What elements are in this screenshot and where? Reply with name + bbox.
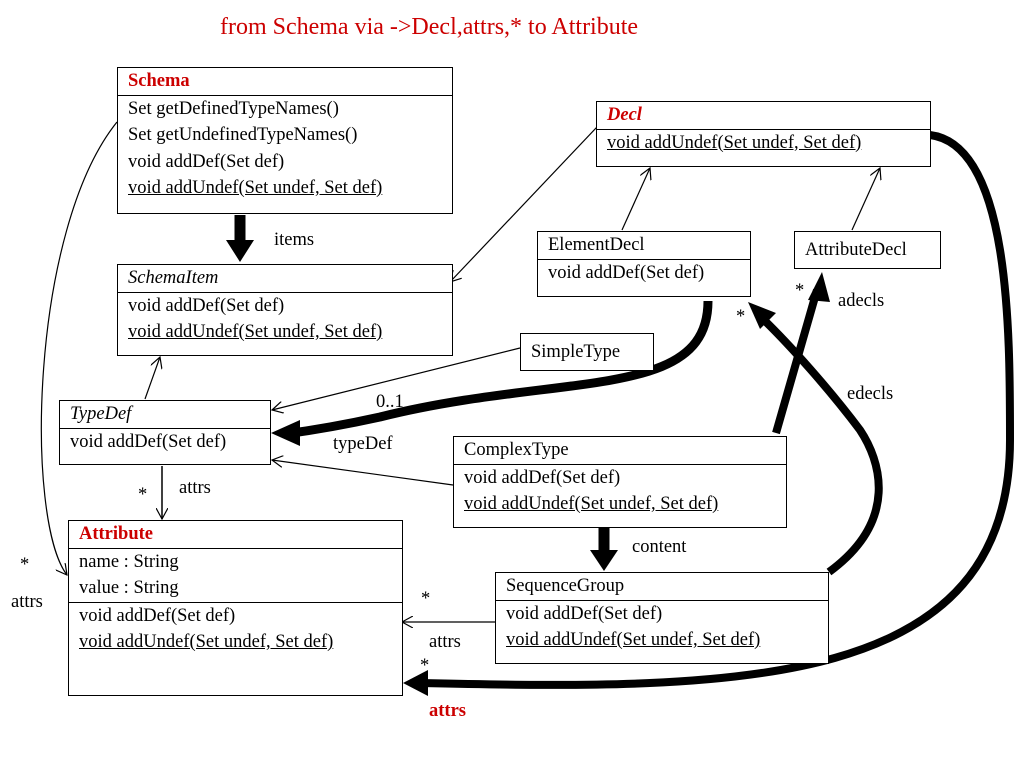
schemaitem-member: void addDef(Set def) — [128, 295, 285, 316]
decl-class-name: Decl — [607, 105, 642, 125]
elementdecl-class: ElementDecl void addDef(Set def) — [537, 231, 751, 297]
attribute-member: void addDef(Set def) — [79, 605, 236, 626]
attribute-class-name: Attribute — [79, 524, 153, 544]
schema-class-name: Schema — [128, 71, 190, 91]
typedef-attrs-star: * — [138, 485, 148, 505]
decl-member: void addUndef(Set undef, Set def) — [607, 132, 862, 153]
attributedecl-class: AttributeDecl — [794, 231, 941, 269]
attribute-field: value : String — [79, 578, 179, 598]
complextype-member: void addUndef(Set undef, Set def) — [464, 494, 719, 514]
decl-to-schemaitem-line — [450, 126, 598, 282]
edecls-star: * — [736, 307, 746, 327]
decl-attrs-arrow-head — [403, 670, 428, 696]
adecls-star: * — [795, 281, 805, 301]
typedef-member: void addDef(Set def) — [70, 431, 227, 452]
schema-class: Schema Set getDefinedTypeNames() Set get… — [117, 67, 453, 214]
left-attrs-label: attrs — [11, 592, 43, 612]
edecls-label: edecls — [847, 384, 894, 404]
complextype-class: ComplexType void addDef(Set def) void ad… — [453, 436, 787, 528]
items-label: items — [274, 230, 315, 250]
decl-attrs-star: * — [420, 656, 430, 676]
schemaitem-class-name: SchemaItem — [128, 268, 219, 288]
schema-member: void addDef(Set def) — [128, 151, 285, 172]
decl-class: Decl void addUndef(Set undef, Set def) — [596, 101, 931, 167]
typedef-class-name: TypeDef — [70, 404, 132, 424]
edecls-arrow-head — [748, 302, 776, 329]
elementdecl-to-decl-line — [621, 168, 650, 231]
typedef-thick-curve — [284, 300, 713, 439]
content-label: content — [632, 537, 687, 557]
typedef-class: TypeDef void addDef(Set def) — [59, 400, 271, 465]
edecls-thick-curve — [759, 315, 883, 576]
simpletype-class-name: SimpleType — [531, 342, 621, 362]
adecls-label: adecls — [838, 291, 885, 311]
typedef-to-schemaitem-line — [144, 357, 160, 400]
sequencegroup-member: void addDef(Set def) — [506, 603, 663, 624]
schema-member: Set getUndefinedTypeNames() — [128, 125, 358, 145]
decl-attrs-thick-curve — [419, 131, 1015, 689]
attributedecl-class-name: AttributeDecl — [805, 240, 907, 260]
typedef-label: typeDef — [333, 434, 393, 454]
typedef-arrow-head — [271, 420, 300, 446]
attribute-member: void addUndef(Set undef, Set def) — [79, 632, 334, 652]
left-star: * — [20, 555, 30, 575]
attribute-class: Attribute name : String value : String v… — [68, 520, 403, 696]
elementdecl-class-name: ElementDecl — [548, 235, 645, 255]
complextype-to-typedef-line — [272, 460, 454, 486]
schemaitem-member: void addUndef(Set undef, Set def) — [128, 322, 383, 342]
sequence-attrs-label: attrs — [429, 632, 461, 652]
simpletype-class: SimpleType — [520, 333, 654, 371]
sequencegroup-class-name: SequenceGroup — [506, 576, 625, 596]
typedef-attrs-label: attrs — [179, 478, 211, 498]
zero-one-label: 0..1 — [376, 392, 404, 412]
diagram-title: from Schema via ->Decl,attrs,* to Attrib… — [219, 14, 639, 40]
attributedecl-to-decl-line — [851, 168, 880, 231]
complextype-class-name: ComplexType — [464, 440, 569, 460]
schema-member: void addUndef(Set undef, Set def) — [128, 178, 383, 198]
decl-attrs-label: attrs — [429, 701, 466, 721]
adecls-arrow-head — [808, 272, 830, 302]
sequencegroup-member: void addUndef(Set undef, Set def) — [506, 630, 761, 650]
schema-member: Set getDefinedTypeNames() — [128, 98, 339, 119]
schema-to-attribute-curve — [40, 121, 118, 575]
content-arrow-head — [590, 550, 618, 571]
items-arrow-head — [226, 240, 254, 262]
attribute-field: name : String — [79, 551, 179, 572]
complextype-member: void addDef(Set def) — [464, 467, 621, 488]
simpletype-to-typedef-line — [272, 347, 521, 410]
elementdecl-member: void addDef(Set def) — [548, 262, 705, 283]
schemaitem-class: SchemaItem void addDef(Set def) void add… — [117, 264, 453, 356]
sequence-attrs-star: * — [421, 589, 431, 609]
adecls-thick-line — [772, 288, 821, 435]
sequencegroup-class: SequenceGroup void addDef(Set def) void … — [495, 572, 829, 664]
